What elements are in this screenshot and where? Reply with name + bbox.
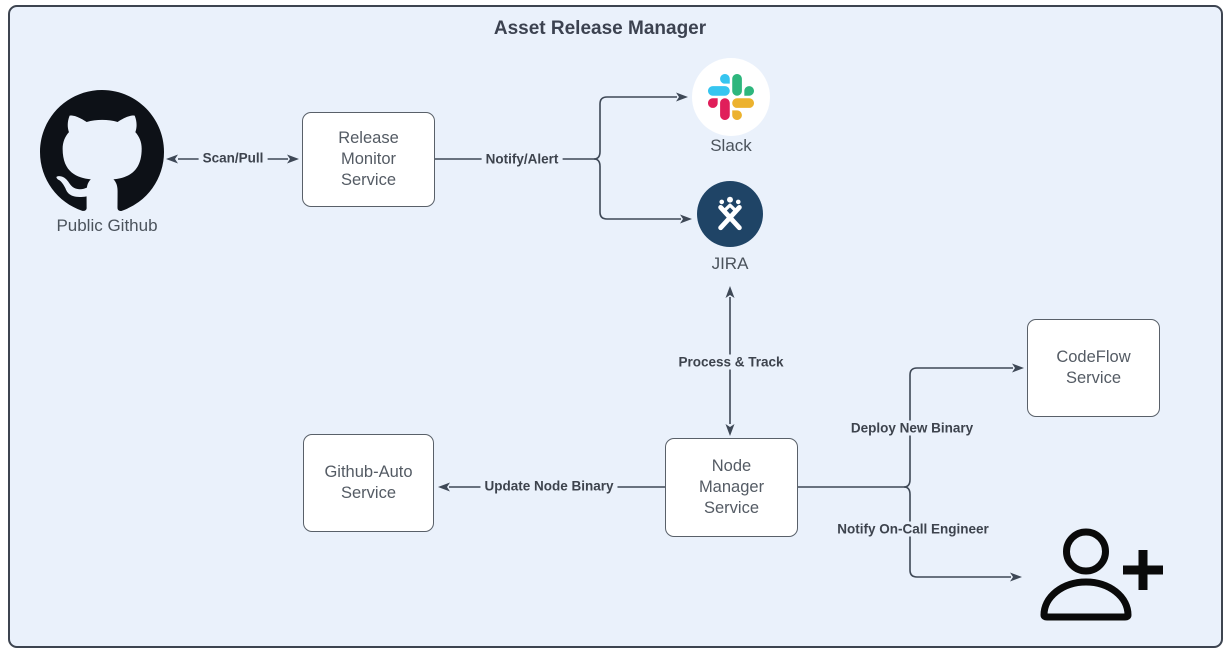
edge-label-deploy-new-binary: Deploy New Binary [846,420,978,436]
label-public-github: Public Github [56,216,158,235]
node-release-monitor-service: Release Monitor Service [302,112,435,207]
node-node-manager-service: Node Manager Service [665,438,798,537]
edge-deploy-and-notify [798,363,1024,582]
github-octocat-icon [40,90,164,211]
edge-label-scan-pull: Scan/Pull [198,150,268,166]
node-jira [697,181,763,247]
box-text-line: Manager [698,478,765,496]
person-add-icon [1040,528,1163,621]
box-text-line: Service [340,171,397,189]
edge-label-update-node-binary: Update Node Binary [480,478,618,494]
box-text-line: Monitor [340,150,397,168]
box-text-line: Node [711,457,752,475]
jira-icon [718,196,742,231]
edge-notify-alert [435,92,692,224]
node-oncall-engineer [1039,528,1163,621]
edge-label-process-track: Process & Track [674,354,788,370]
node-public-github [40,90,164,214]
node-github-auto-service: Github-Auto Service [303,434,434,532]
edge-label-notify-alert: Notify/Alert [481,151,563,167]
box-text-line: Service [340,484,397,502]
node-slack [692,58,770,136]
box-text-line: Service [1065,369,1122,387]
box-text-line: Github-Auto [324,463,413,481]
diagram-title: Asset Release Manager [493,18,707,39]
edge-label-notify-oncall: Notify On-Call Engineer [833,521,993,537]
box-text-line: CodeFlow [1056,348,1131,366]
label-jira: JIRA [711,254,749,273]
diagram-frame [8,5,1223,648]
box-text-line: Release [338,129,399,147]
node-codeflow-service: CodeFlow Service [1027,319,1160,417]
label-slack: Slack [710,136,752,155]
slack-icon [708,74,754,120]
box-text-line: Service [703,499,760,517]
